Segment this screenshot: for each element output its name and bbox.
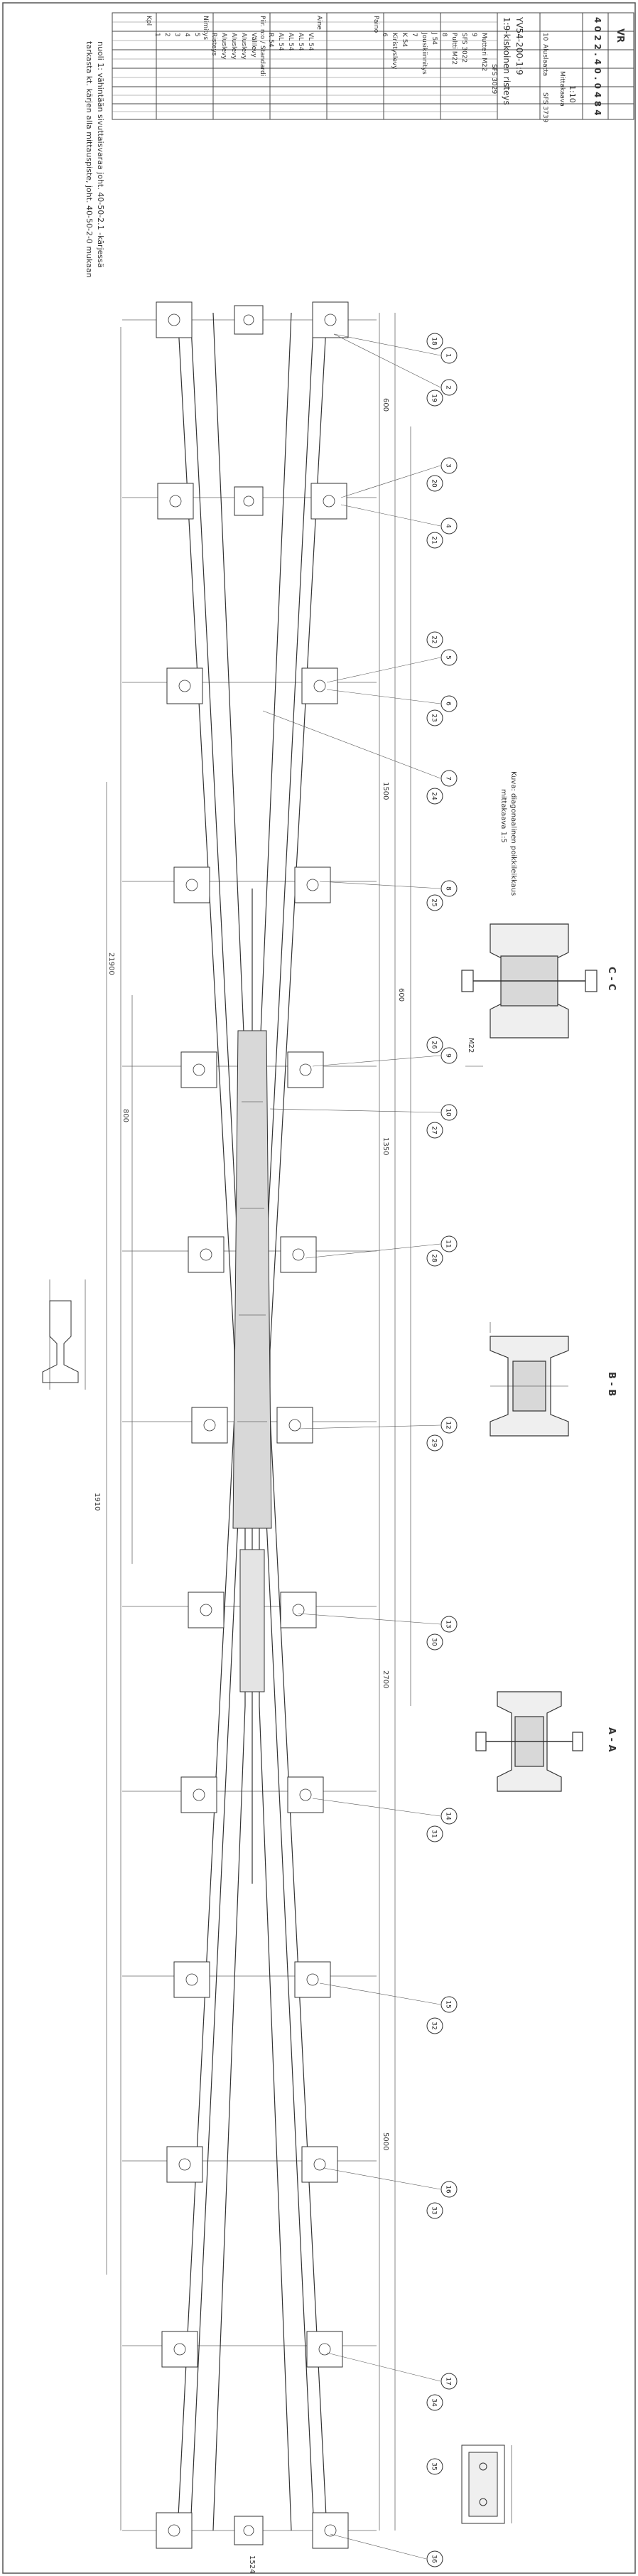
detail-rail-profile: [42, 1279, 86, 1390]
parts-header-material: Aine: [315, 16, 323, 30]
organization-label: VR: [615, 28, 625, 43]
part-row-5-name: Välilevy: [250, 33, 257, 58]
dimension-lines-right: [379, 313, 411, 2531]
part-row-8-pos: 8: [440, 33, 448, 37]
parts-header-weight: Paino: [372, 16, 379, 33]
dim-gauge: 1524: [248, 2555, 256, 2574]
note-line-2: tarkasta kt. kärjen alla mittauspiste, j…: [85, 41, 94, 278]
part-row-7-pos: 7: [411, 33, 418, 37]
bolt-label: M22: [467, 1038, 475, 1053]
crossing-plan-view: [106, 301, 441, 2560]
dim-8: 5000: [382, 2132, 389, 2151]
section-view-a-a: [475, 1691, 583, 1792]
part-row-10-name: Aluslaatta: [541, 44, 548, 77]
part-row-9-ref: SFS 3029: [490, 64, 497, 95]
section-label-c-c: C - C: [606, 967, 617, 991]
part-row-5-ref: VL 54: [307, 33, 314, 51]
section-caption-1: Kuva: diagonaalinen poikkileikkaus: [509, 771, 517, 896]
section-view-b-b: [490, 1322, 569, 1437]
part-row-9-name: Mutteri M22: [480, 33, 487, 72]
part-row-6-pos: 6: [381, 33, 388, 37]
drawing-number: 4 0 2 2 . 4 0 . 0 4 8 4: [593, 17, 602, 116]
part-row-1-ref: R 54: [267, 33, 274, 48]
part-row-1-pos: 1: [153, 33, 161, 37]
title-line-1: YV54-200-1:9: [514, 17, 524, 75]
title-line-2: 1:9-kiskoinen risteys: [502, 17, 512, 105]
part-row-3-ref: AL 54: [287, 33, 294, 51]
section-label-a-a: A - A: [606, 1727, 617, 1752]
title-block: [112, 12, 634, 120]
part-row-1-name: Risteys: [210, 33, 217, 56]
part-row-6-name: Kiristyslevy: [391, 33, 398, 70]
fastening-bolts: [168, 313, 337, 2537]
scale-label: Mittakaava: [558, 71, 566, 107]
parts-header-ref: Piir. n:o / Standardi: [259, 16, 266, 77]
part-row-7-ref: J 54: [431, 33, 438, 45]
part-row-2-name: Aluslevy: [220, 33, 227, 60]
part-row-2-pos: 2: [163, 33, 171, 37]
dim-7: 2700: [382, 1670, 389, 1689]
part-row-8-ref: SFS 3022: [460, 33, 467, 63]
part-row-6-ref: K 54: [401, 33, 408, 48]
part-row-10-pos: 10: [541, 33, 548, 41]
baseplates: [156, 301, 349, 2549]
part-row-9-pos: 9: [470, 33, 477, 37]
part-row-3-pos: 3: [173, 33, 180, 37]
section-view-c-c: [461, 923, 598, 1067]
dim-5: 1350: [382, 1137, 389, 1156]
section-caption-2: mittakaava 1:5: [499, 789, 507, 843]
part-row-7-name: Jousikiinnitys: [421, 33, 428, 75]
leader-lines: [262, 333, 441, 2560]
part-row-4-ref: AL 54: [297, 33, 304, 51]
parts-header-name: Nimitys: [202, 16, 209, 41]
part-row-4-pos: 4: [183, 33, 190, 37]
dimension-lines-left: [106, 327, 133, 2531]
scale-value: 1:10: [568, 85, 577, 103]
section-label-b-b: B - B: [606, 1372, 617, 1397]
part-row-5-pos: 5: [193, 33, 200, 37]
dim-3: 600: [382, 398, 389, 412]
part-row-2-ref: AL 54: [277, 33, 284, 51]
dim-overall: 21900: [107, 952, 115, 975]
dim-4: 1500: [382, 782, 389, 800]
dim-6: 600: [397, 988, 405, 1002]
detail-clip: [461, 2444, 512, 2524]
dim-2: 800: [121, 1109, 129, 1123]
dim-1: 1910: [93, 1493, 101, 1511]
part-row-3-name: Aluslevy: [230, 33, 237, 60]
part-row-10-ref: SFS 3739: [541, 92, 548, 123]
parts-header-qty: Kpl: [145, 16, 152, 26]
part-row-8-name: Pultti M22: [450, 33, 458, 65]
crossing-nose-block: [232, 1030, 272, 1692]
note-line-1: nuoli 1: vähintään sivuttaisvaraa joht. …: [96, 41, 105, 268]
part-row-4-name: Aluslevy: [240, 33, 247, 60]
